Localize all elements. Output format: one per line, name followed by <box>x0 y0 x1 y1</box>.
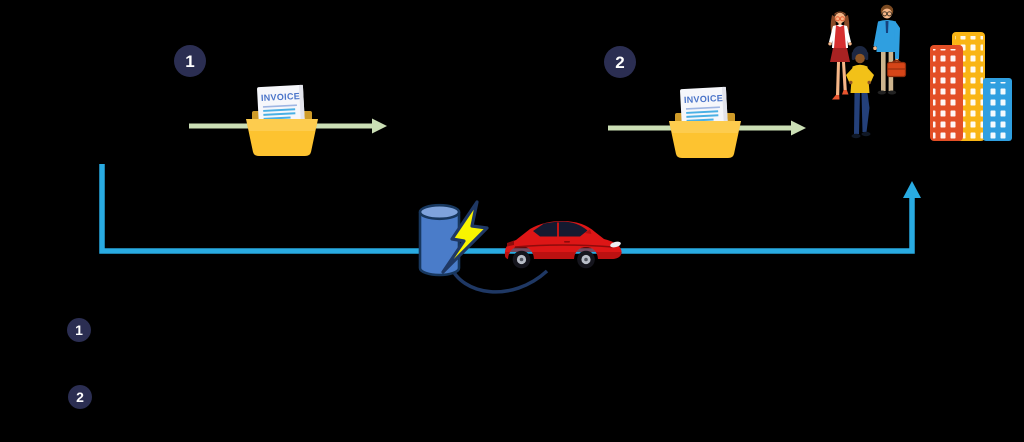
invoice-folder-icon: INVOICE <box>669 86 741 158</box>
city-buildings-icon <box>930 32 1012 141</box>
electric-car-icon <box>504 221 622 269</box>
building-blue <box>983 78 1012 141</box>
step-1-badge: 1 <box>174 45 206 77</box>
building-red <box>930 45 963 141</box>
briefcase-icon <box>886 59 907 78</box>
invoice-title: INVOICE <box>684 93 724 105</box>
legend-1-badge: 1 <box>67 318 91 342</box>
step-2-badge: 2 <box>604 46 636 78</box>
car-wheel <box>577 250 595 269</box>
charging-cable <box>448 264 549 294</box>
consumers-group-icon <box>828 4 907 139</box>
lightning-bolt-icon <box>441 200 489 274</box>
car-wheel <box>512 250 531 269</box>
invoice-folder-icon: INVOICE <box>246 84 318 156</box>
person-front <box>846 46 874 139</box>
invoice-title: INVOICE <box>261 91 301 103</box>
legend-2-badge: 2 <box>68 385 92 409</box>
person-woman <box>828 11 852 100</box>
person-man-briefcase <box>873 4 907 95</box>
charging-station-cylinder-icon <box>418 200 489 277</box>
